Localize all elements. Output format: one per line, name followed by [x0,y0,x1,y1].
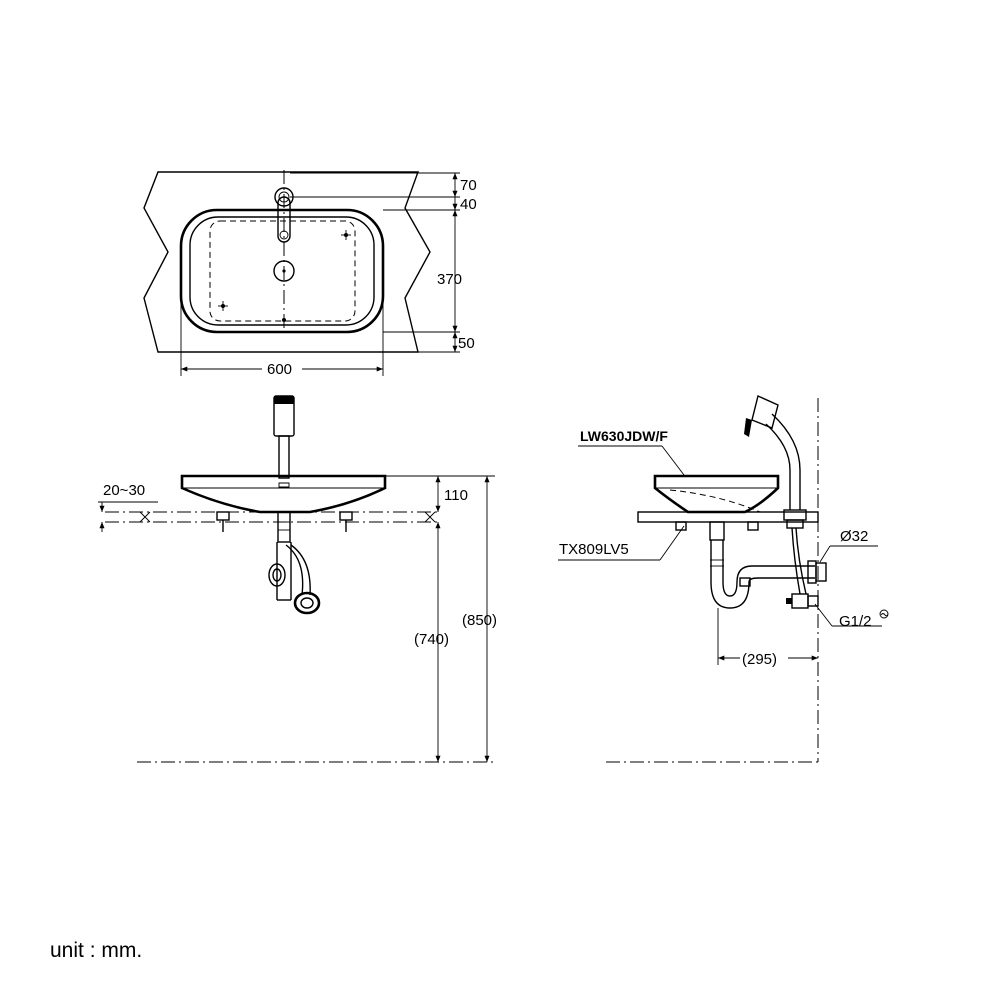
dim-110: 110 [444,487,468,504]
dimension-chain-right [290,172,460,353]
mounting-bolt-right [339,511,353,532]
dim-40: 40 [460,196,477,213]
faucet-front [273,395,295,479]
bowl-dashed-outline [209,220,356,322]
dimension-20-30 [98,501,158,532]
dim-850: (850) [462,612,497,629]
label-supply-thread: G1/2 [839,613,872,630]
p-trap-side [709,521,827,609]
thread-symbol-icon [879,609,889,619]
side-view: (295) LW630JDW/F TX809LV5 Ø32 G1/2 [558,395,889,763]
basin-side [653,474,780,514]
label-basin-model: LW630JDW/F [580,428,668,444]
mounting-bolt-left [216,511,230,532]
supply-hose [786,527,819,609]
overflow-hole [282,318,286,322]
unit-note: unit : mm. [50,939,142,962]
basin-inner-rim [189,216,375,326]
dim-20-30: 20~30 [103,482,145,499]
label-trap-model: TX809LV5 [559,541,629,558]
dimension-110 [385,475,495,512]
basin-front [180,474,387,514]
counter-side [637,511,819,523]
dim-600: 600 [267,361,292,378]
label-drain-dia: Ø32 [840,528,868,545]
faucet-side [744,395,807,529]
mounting-mark-left [218,301,228,311]
dimension-295 [718,648,818,666]
dim-295: (295) [742,651,777,668]
dim-740: (740) [414,631,449,648]
dim-50: 50 [458,335,475,352]
top-view: 70 40 370 50 600 [143,170,477,378]
dim-70: 70 [460,177,477,194]
dimension-600 [180,300,384,377]
drain-trap-front [268,511,321,615]
front-view: 110 20~30 (740) (850) [98,395,497,763]
dim-370: 370 [437,271,462,288]
mounting-mark-right [341,230,351,240]
basin-outer-rim [179,208,385,334]
